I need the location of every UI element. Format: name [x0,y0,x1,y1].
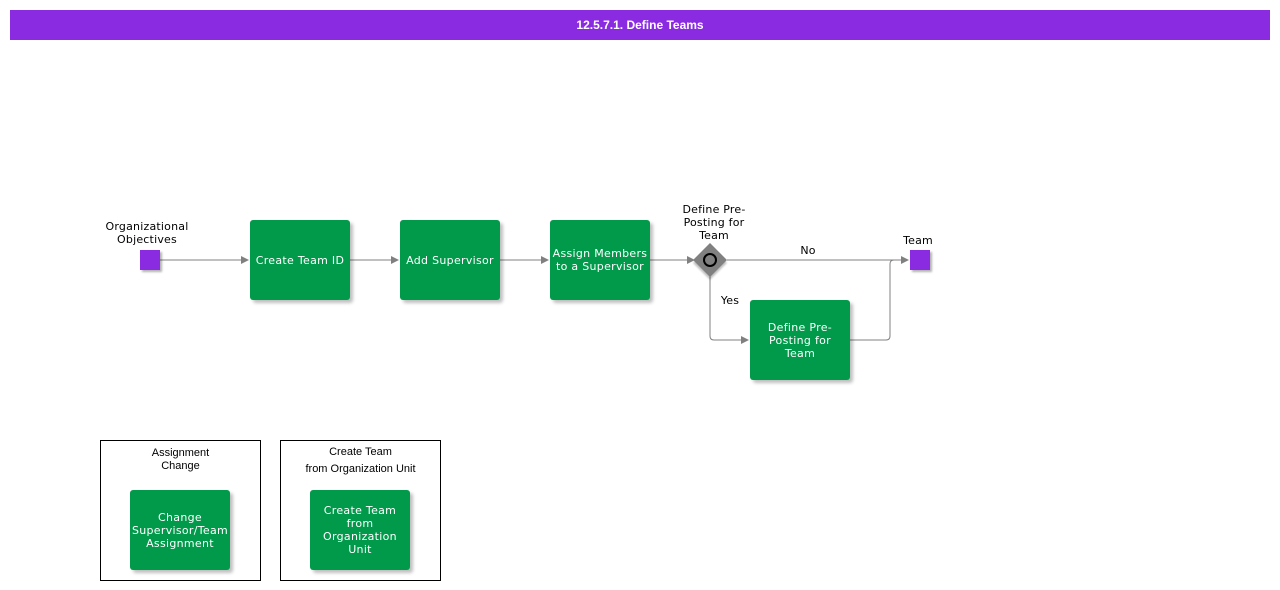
task-add-supervisor[interactable]: Add Supervisor [400,220,500,300]
edge-label-yes: Yes [720,294,740,307]
diagram-title: 12.5.7.1. Define Teams [10,10,1270,40]
task-label: Define Pre- Posting for Team [767,320,833,360]
task-define-preposting[interactable]: Define Pre- Posting for Team [750,300,850,380]
end-event-label: Team [903,234,933,247]
group-title-line1: Create Team [329,446,392,458]
edge-label-no: No [800,244,816,257]
group-create-team-from-org-unit: Create Team from Organization Unit Creat… [280,440,441,581]
task-label: Create Team ID [255,253,345,267]
start-event[interactable] [140,250,160,270]
gateway-label: Define Pre- Posting for Team [682,203,746,242]
task-label: Assign Members to a Supervisor [552,247,648,273]
group-title-line1: Assignment [151,447,210,459]
group-title-line2: from Organization Unit [305,463,416,475]
gateway-event-icon [703,253,717,267]
task-create-team-id[interactable]: Create Team ID [250,220,350,300]
task-label: Create Team from Organization Unit [323,504,397,556]
group-assignment-change: Assignment Change Change Supervisor/Team… [100,440,261,581]
task-label: Change Supervisor/Team Assignment [131,510,229,550]
start-event-label: Organizational Objectives [105,220,189,246]
task-change-supervisor-assignment[interactable]: Change Supervisor/Team Assignment [130,490,230,570]
end-event[interactable] [910,250,930,270]
edge-preposting-to-team [850,259,895,341]
task-assign-members[interactable]: Assign Members to a Supervisor [550,220,650,300]
task-label: Add Supervisor [406,253,494,267]
task-create-team-from-org-unit[interactable]: Create Team from Organization Unit [310,490,410,570]
group-title-line2: Change [161,460,200,472]
